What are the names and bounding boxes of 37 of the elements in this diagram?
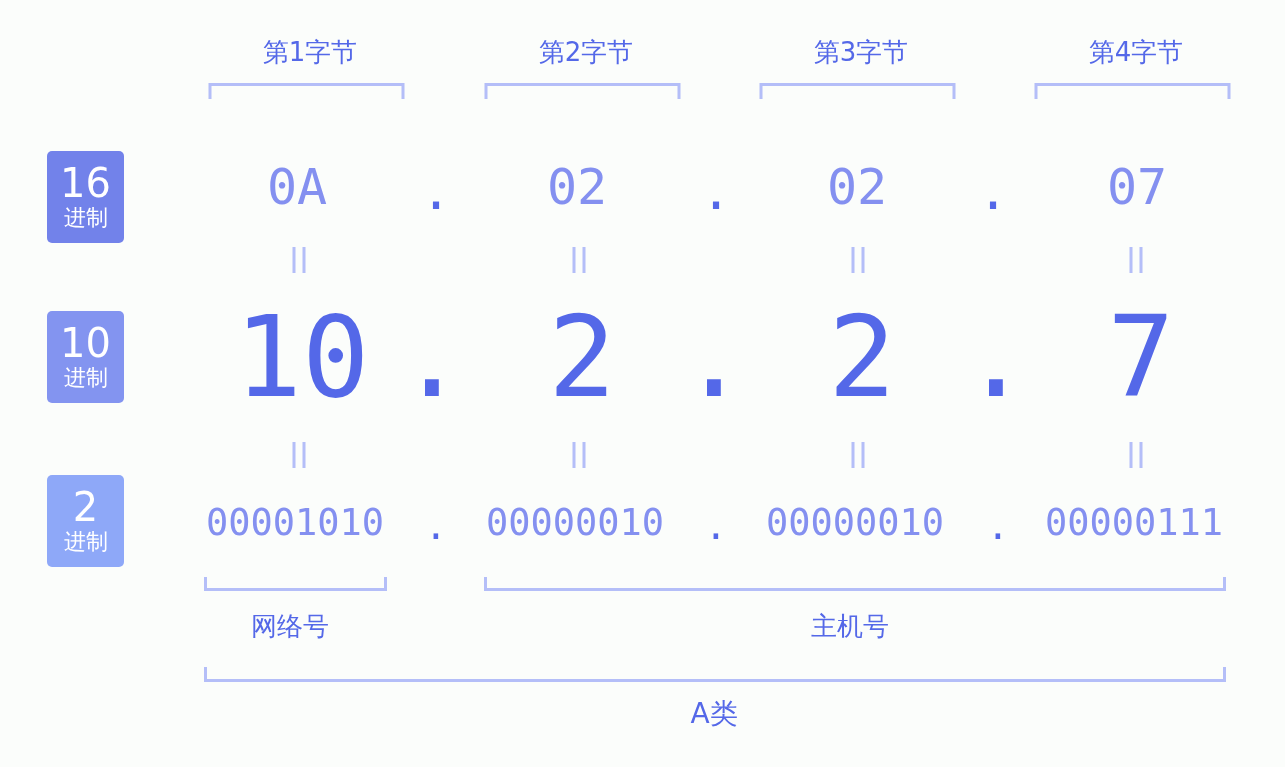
- decimal-value: 7: [1107, 301, 1175, 413]
- base-number: 10: [59, 323, 112, 363]
- network-label: 网络号: [251, 613, 329, 639]
- base-number: 16: [59, 163, 112, 203]
- separator-dot: .: [962, 301, 1030, 413]
- byte-heading: 第1字节: [262, 39, 358, 65]
- separator-dot: .: [700, 167, 732, 217]
- binary-value: 00000010: [765, 503, 945, 541]
- decimal-value: 10: [234, 301, 370, 413]
- decimal-value: 2: [828, 301, 896, 413]
- host-label: 主机号: [811, 613, 889, 639]
- base-label: 进制: [62, 207, 109, 229]
- byte-heading: 第4字节: [1088, 39, 1184, 65]
- binary-value: 00000010: [485, 503, 665, 541]
- byte-heading: 第2字节: [538, 39, 634, 65]
- hex-value: 07: [1106, 162, 1168, 212]
- decimal-value: 2: [548, 301, 616, 413]
- hex-value: 0A: [266, 162, 328, 212]
- separator-dot: .: [680, 301, 748, 413]
- separator-dot: .: [424, 507, 448, 545]
- separator-dot: .: [420, 167, 452, 217]
- base-label: 进制: [62, 367, 109, 389]
- class-label: A类: [690, 700, 738, 728]
- separator-dot: .: [977, 167, 1009, 217]
- base-badge: [47, 311, 124, 403]
- base-number: 2: [71, 487, 100, 527]
- separator-dot: .: [704, 507, 728, 545]
- hex-value: 02: [546, 162, 608, 212]
- base-badge: [47, 151, 124, 243]
- separator-dot: .: [398, 301, 466, 413]
- base-label: 进制: [62, 531, 109, 553]
- base-badge: [47, 475, 124, 567]
- binary-value: 00001010: [205, 503, 385, 541]
- binary-value: 00000111: [1044, 503, 1224, 541]
- byte-heading: 第3字节: [813, 39, 909, 65]
- hex-value: 02: [826, 162, 888, 212]
- separator-dot: .: [986, 507, 1010, 545]
